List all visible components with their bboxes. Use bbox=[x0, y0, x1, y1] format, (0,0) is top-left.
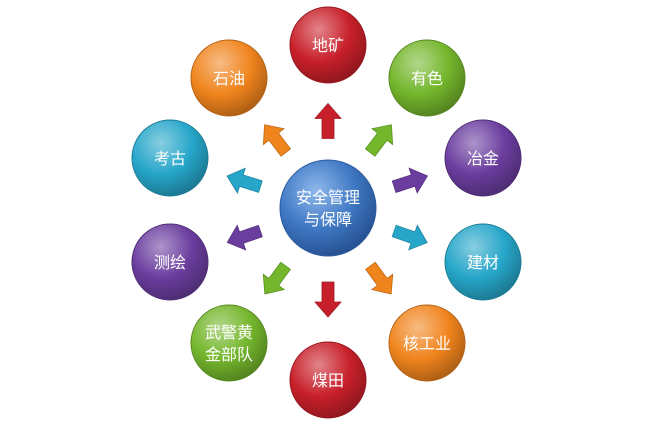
arrow-to-dikuang bbox=[314, 102, 342, 139]
node-cehui: 测绘 bbox=[131, 223, 209, 301]
node-label-jiancai: 建材 bbox=[467, 253, 499, 272]
node-label-wujing-line-2: 金部队 bbox=[205, 345, 253, 364]
arrows-layer bbox=[226, 102, 429, 318]
node-circle-yejin bbox=[444, 119, 522, 197]
node-label-cehui: 测绘 bbox=[154, 253, 186, 272]
center-node: 安全管理 与保障 bbox=[279, 159, 377, 257]
node-youse: 有色 bbox=[388, 39, 466, 117]
arrow-to-hegongye bbox=[365, 261, 394, 295]
node-circle-wujing bbox=[190, 304, 268, 382]
node-label-dikuang: 地矿 bbox=[312, 36, 344, 55]
node-label-meitian: 煤田 bbox=[312, 371, 344, 390]
node-circle-hegongye bbox=[388, 304, 466, 382]
node-label-kaogu: 考古 bbox=[154, 149, 186, 168]
center-circle bbox=[279, 159, 377, 257]
center-label-line-2: 与保障 bbox=[304, 210, 352, 229]
node-meitian: 煤田 bbox=[289, 341, 367, 419]
node-label-wujing-line-1: 武警黄 bbox=[205, 323, 253, 342]
arrow-to-youse bbox=[364, 124, 394, 157]
arrow-to-meitian bbox=[314, 281, 342, 318]
node-shiyou: 石油 bbox=[190, 39, 268, 117]
node-kaogu: 考古 bbox=[131, 119, 209, 197]
node-circle-meitian bbox=[289, 341, 367, 419]
arrow-to-kaogu bbox=[226, 167, 263, 194]
node-circle-kaogu bbox=[131, 119, 209, 197]
node-circle-youse bbox=[388, 39, 466, 117]
node-label-hegongye: 核工业 bbox=[403, 334, 451, 353]
node-label-yejin: 冶金 bbox=[467, 149, 499, 168]
node-circle-cehui bbox=[131, 223, 209, 301]
arrow-to-jiancai bbox=[391, 224, 428, 251]
node-circle-jiancai bbox=[444, 223, 522, 301]
node-dikuang: 地矿 bbox=[289, 6, 367, 84]
node-circle-shiyou bbox=[190, 39, 268, 117]
node-circle-dikuang bbox=[289, 6, 367, 84]
arrow-to-shiyou bbox=[262, 124, 292, 157]
node-label-shiyou: 石油 bbox=[213, 69, 245, 88]
node-jiancai: 建材 bbox=[444, 223, 522, 301]
arrow-to-yejin bbox=[391, 167, 429, 194]
node-hegongye: 核工业 bbox=[388, 304, 466, 382]
node-yejin: 冶金 bbox=[444, 119, 522, 197]
node-label-youse: 有色 bbox=[411, 69, 443, 88]
arrow-to-cehui bbox=[226, 224, 263, 251]
arrow-to-wujing bbox=[262, 261, 291, 295]
center-label-line-1: 安全管理 bbox=[296, 188, 360, 207]
